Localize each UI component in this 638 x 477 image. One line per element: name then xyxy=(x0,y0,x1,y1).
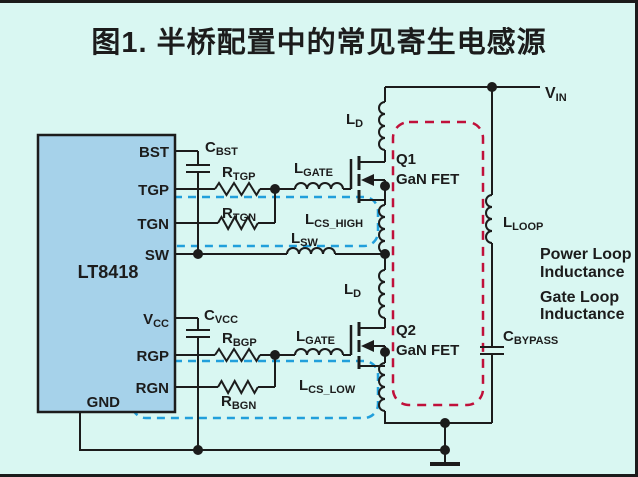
junction-dot xyxy=(440,418,450,428)
label-l-cs-high: LCS_HIGH xyxy=(305,211,363,230)
gate-loop-box-low xyxy=(130,359,380,420)
inductor-l-d-q1 xyxy=(378,101,386,151)
label-l-gate-top: LGATE xyxy=(294,160,333,179)
label-c-vcc: CVCC xyxy=(204,307,238,326)
label-l-d-q1: LD xyxy=(346,111,363,130)
inductor-l-sw xyxy=(286,247,336,255)
junction-dots xyxy=(193,82,497,455)
ic-name: LT8418 xyxy=(78,262,139,282)
circuit-wires xyxy=(79,86,540,463)
legend-power-loop-line1: Power Loop xyxy=(540,246,632,263)
legend: Power Loop Inductance Gate Loop Inductan… xyxy=(540,246,632,323)
fet-q1-body-arrow xyxy=(361,174,374,186)
label-q1: Q1 xyxy=(396,151,416,168)
fet-q2-body-arrow xyxy=(361,340,374,352)
border-top xyxy=(0,0,638,3)
pin-tgn: TGN xyxy=(137,216,169,233)
pin-tgp: TGP xyxy=(138,182,169,199)
page-title: 图1. 半桥配置中的常见寄生电感源 xyxy=(91,25,546,59)
junction-dot xyxy=(487,82,497,92)
label-l-gate-bottom: LGATE xyxy=(296,328,335,347)
label-q1-type: GaN FET xyxy=(396,171,459,188)
fet-q2-stubs xyxy=(359,327,385,367)
inductor-l-loop xyxy=(485,194,493,244)
legend-gate-loop-line1: Gate Loop xyxy=(540,289,619,306)
label-c-bst: CBST xyxy=(205,139,238,158)
label-r-bgn: RBGN xyxy=(221,393,256,412)
pin-gnd: GND xyxy=(87,394,121,411)
pin-rgp: RGP xyxy=(136,348,169,365)
fet-q2-symbol xyxy=(349,322,385,369)
inductor-l-cs-high xyxy=(378,204,386,254)
label-l-loop: LLOOP xyxy=(503,214,543,233)
inductor-l-gate-top xyxy=(294,182,344,190)
label-r-bgp: RBGP xyxy=(222,330,257,349)
junction-dot xyxy=(270,184,280,194)
junction-dot xyxy=(380,347,390,357)
label-v-in: VIN xyxy=(545,85,567,104)
inductor-l-d-q2 xyxy=(378,269,386,319)
pin-rgn: RGN xyxy=(136,380,169,397)
junction-dot xyxy=(440,445,450,455)
inductor-l-cs-low xyxy=(378,362,386,412)
label-r-tgn: RTGN xyxy=(222,205,256,224)
resistor-r-bgn xyxy=(217,378,259,396)
resistor-r-bgp xyxy=(214,347,261,363)
label-l-cs-low: LCS_LOW xyxy=(299,377,356,396)
resistor-r-tgp xyxy=(214,181,261,197)
ic-lt8418: LT8418 BST TGP TGN SW VCC RGP RGN GND xyxy=(36,133,177,414)
junction-dot xyxy=(380,181,390,191)
label-l-sw: LSW xyxy=(291,230,319,249)
fet-q1-stubs xyxy=(359,161,385,201)
legend-power-loop-line2: Inductance xyxy=(540,264,625,281)
pin-vcc: VCC xyxy=(143,311,169,330)
border-bottom xyxy=(0,474,638,477)
border-right xyxy=(635,0,638,477)
pin-sw: SW xyxy=(145,247,170,264)
resistor-r-tgn xyxy=(217,214,259,232)
pin-bst: BST xyxy=(139,144,169,161)
inductor-l-gate-bottom xyxy=(294,348,344,356)
junction-dot xyxy=(380,249,390,259)
label-l-d-q2: LD xyxy=(344,281,361,300)
label-q2: Q2 xyxy=(396,322,416,339)
power-loop-box xyxy=(391,120,485,407)
label-r-tgp: RTGP xyxy=(222,164,255,183)
legend-gate-loop-line2: Inductance xyxy=(540,306,625,323)
label-q2-type: GaN FET xyxy=(396,342,459,359)
label-c-bypass: CBYPASS xyxy=(503,328,558,347)
junction-dot xyxy=(270,350,280,360)
junction-dot xyxy=(193,445,203,455)
fet-q1-symbol xyxy=(349,156,385,203)
junction-dot xyxy=(193,249,203,259)
ic-body xyxy=(36,133,177,414)
